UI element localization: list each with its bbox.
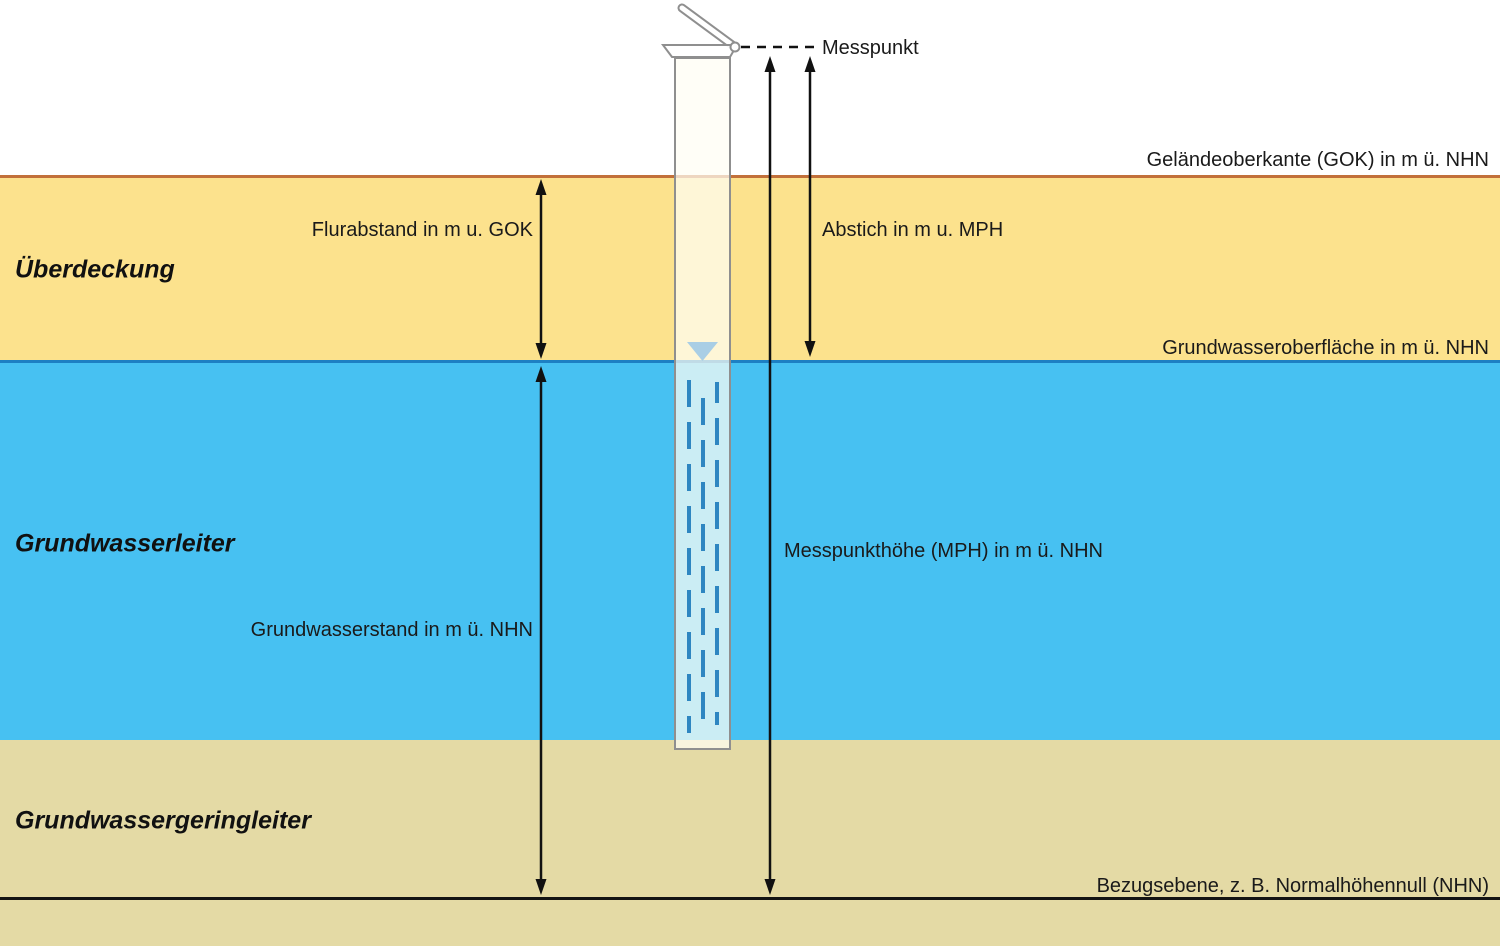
grundwasserstand-label: Grundwasserstand in m ü. NHN [250, 619, 533, 641]
aquitard-layer-label: Grundwassergeringleiter [15, 806, 311, 835]
aquifer-layer [0, 363, 1500, 740]
datum-reference-label: Bezugsebene, z. B. Normalhöhennull (NHN) [1096, 875, 1489, 897]
groundwater-surface-line [0, 360, 1500, 363]
aquifer-layer-label: Grundwasserleiter [15, 529, 235, 558]
datum-reference-line [0, 897, 1500, 900]
flurabstand-label: Flurabstand in m u. GOK [311, 219, 533, 241]
well-screen [687, 380, 719, 733]
ground-surface-line [0, 175, 1500, 178]
well-head [661, 3, 741, 58]
aquitard-layer [0, 740, 1500, 946]
well-lid-open [677, 3, 740, 52]
overburden-layer-label: Überdeckung [15, 255, 175, 284]
ground-surface-label: Geländeoberkante (GOK) in m ü. NHN [1146, 149, 1489, 171]
messpunkt-label: Messpunkt [822, 37, 919, 59]
abstich-label: Abstich in m u. MPH [822, 219, 1004, 241]
measuring-point-marker [729, 41, 741, 53]
overburden-layer [0, 178, 1500, 360]
groundwater-surface-label: Grundwasseroberfläche in m ü. NHN [1162, 337, 1489, 359]
messpunkthoehe-label: Messpunkthöhe (MPH) in m ü. NHN [784, 540, 1103, 562]
well-cap [661, 44, 739, 58]
